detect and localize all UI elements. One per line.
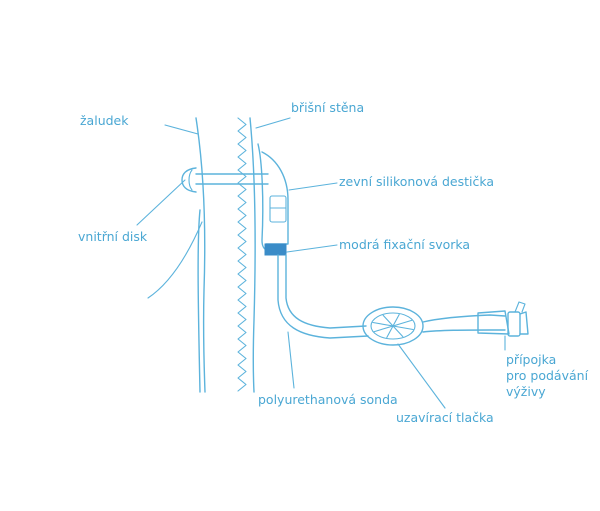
- leader-stomach-lower: [147, 221, 203, 299]
- label-closing-clamp: uzavírací tlačka: [396, 410, 494, 425]
- closing-clamp-spoke: [386, 325, 394, 339]
- closing-clamp-spoke: [392, 319, 413, 327]
- closing-clamp-spokes: [372, 313, 414, 339]
- feeding-connector-tab: [514, 301, 526, 313]
- leader-abdominal-wall: [255, 117, 291, 129]
- internal-disc-rim: [188, 169, 193, 191]
- leader-blue-clamp: [286, 244, 338, 253]
- internal-disc-shape: [181, 167, 197, 193]
- label-feeding-connector-1: přípojka: [506, 352, 557, 367]
- label-stomach: žaludek: [80, 113, 129, 128]
- abdominal-wall-tissue: [237, 117, 247, 392]
- feeding-connector-shape: [507, 311, 521, 337]
- closing-clamp-inner: [370, 312, 416, 340]
- tube-line-outer: [277, 254, 369, 339]
- leader-stomach: [164, 124, 199, 135]
- closing-clamp-shape: [362, 306, 424, 346]
- stomach-wall-inner: [197, 209, 201, 393]
- tube-line-inner: [285, 254, 367, 329]
- closing-clamp-spoke: [373, 325, 394, 333]
- label-feeding-connector-2: pro podávání: [506, 368, 589, 383]
- blue-fixation-clamp-shape: [264, 243, 287, 256]
- closing-clamp-spoke: [392, 325, 414, 331]
- abdominal-wall-skin: [249, 117, 256, 393]
- feeding-connector-cap: [519, 311, 529, 335]
- closing-clamp-spoke: [372, 321, 394, 327]
- leader-internal-disc: [136, 179, 186, 226]
- label-feeding-connector-3: výživy: [506, 384, 546, 399]
- connector-collar: [477, 310, 510, 335]
- leader-tube: [287, 331, 295, 389]
- label-polyurethane-tube: polyurethanová sonda: [258, 392, 398, 407]
- external-plate-body: [261, 151, 289, 245]
- label-internal-disc: vnitřní disk: [78, 229, 148, 244]
- leader-external-plate: [288, 182, 338, 191]
- stomach-wall-outer: [195, 117, 206, 393]
- external-plate-shape: [257, 143, 269, 251]
- label-abdominal-wall: břišní stěna: [291, 100, 365, 115]
- leader-closing-clamp: [397, 343, 446, 409]
- closing-clamp-spoke: [392, 313, 400, 327]
- closing-clamp-spoke: [392, 325, 404, 338]
- closing-clamp-spoke: [382, 314, 394, 327]
- fixture-housing: [269, 195, 287, 223]
- label-blue-clamp: modrá fixační svorka: [339, 237, 471, 252]
- tube-to-connector-bottom: [422, 329, 506, 333]
- label-external-plate: zevní silikonová destička: [339, 174, 495, 189]
- tube-to-connector-top: [422, 314, 506, 323]
